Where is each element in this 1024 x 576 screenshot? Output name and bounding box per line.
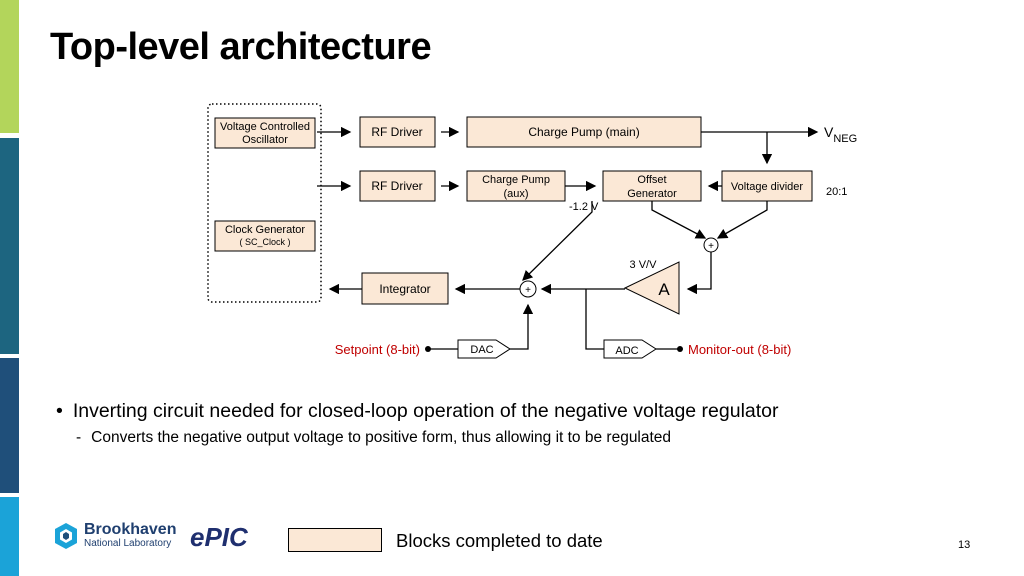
setpoint-label: Setpoint (8-bit) [335,342,420,357]
epic-logo: ePIC [190,522,248,552]
rf-driver-1-block [359,116,436,148]
brookhaven-hexagon-icon [55,523,77,549]
dac-label: DAC [470,344,493,356]
reference-voltage: -1.2 V [569,201,599,213]
adc-block [603,339,657,359]
offset-gen-line2: Generator [627,188,677,200]
side-bar-blue [0,358,19,493]
dac-block [457,339,511,359]
charge-pump-aux-line1: Charge Pump [482,174,550,186]
page-number: 13 [958,539,971,551]
rf-driver-1-label: RF Driver [371,125,422,139]
brookhaven-name: Brookhaven [84,521,177,538]
voltage-divider-label: Voltage divider [731,181,803,193]
vco-label-line2: Oscillator [242,134,288,146]
bullet-1: • Inverting circuit needed for closed-lo… [56,400,779,423]
summer-bottom-sign: + [525,285,531,296]
charge-pump-aux-block [466,170,566,202]
bullet-1-text: Inverting circuit needed for closed-loop… [72,400,779,422]
monitor-label: Monitor-out (8-bit) [688,342,791,357]
vco-label-line1: Voltage Controlled [220,121,310,133]
charge-pump-aux-line2: (aux) [503,188,528,200]
clock-gen-label: Clock Generator [225,224,305,236]
setpoint-terminal [425,346,431,352]
clock-gen-block [214,220,316,252]
rf-driver-2-label: RF Driver [371,179,422,193]
offset-gen-line1: Offset [637,174,666,186]
rf-driver-2-block [359,170,436,202]
divider-ratio: 20:1 [826,186,847,198]
gain-label: 3 V/V [630,259,658,271]
summer-top-sign: + [708,241,714,252]
monitor-terminal [677,346,683,352]
bullet-1-marker: • [56,400,63,422]
clock-group-outline [207,103,322,303]
integrator-label: Integrator [379,282,430,296]
brookhaven-logo: Brookhaven National Laboratory [54,522,176,550]
integrator-block [361,272,449,305]
vneg-label: VNEG [824,124,857,145]
bullet-list: • Inverting circuit needed for closed-lo… [56,400,779,447]
bullet-2-text: Converts the negative output voltage to … [91,429,672,446]
legend-swatch [288,528,382,552]
legend-label: Blocks completed to date [396,530,603,551]
amplifier-label: A [658,280,670,299]
page-title: Top-level architecture [50,26,432,68]
charge-pump-main-block [466,116,702,148]
vneg-subscript: NEG [833,133,857,145]
bullet-2-marker: - [76,429,82,446]
vco-block [214,117,316,149]
brookhaven-sub: National Laboratory [84,538,172,549]
side-bar-green [0,0,19,133]
bullet-2: - Converts the negative output voltage t… [76,429,779,447]
side-bar-teal [0,138,19,354]
side-bar-cyan [0,497,19,576]
adc-label: ADC [615,345,638,357]
offset-gen-block [602,170,702,202]
charge-pump-main-label: Charge Pump (main) [528,125,639,139]
clock-gen-sublabel: ( SC_Clock ) [239,237,290,247]
amplifier-symbol [623,261,680,315]
